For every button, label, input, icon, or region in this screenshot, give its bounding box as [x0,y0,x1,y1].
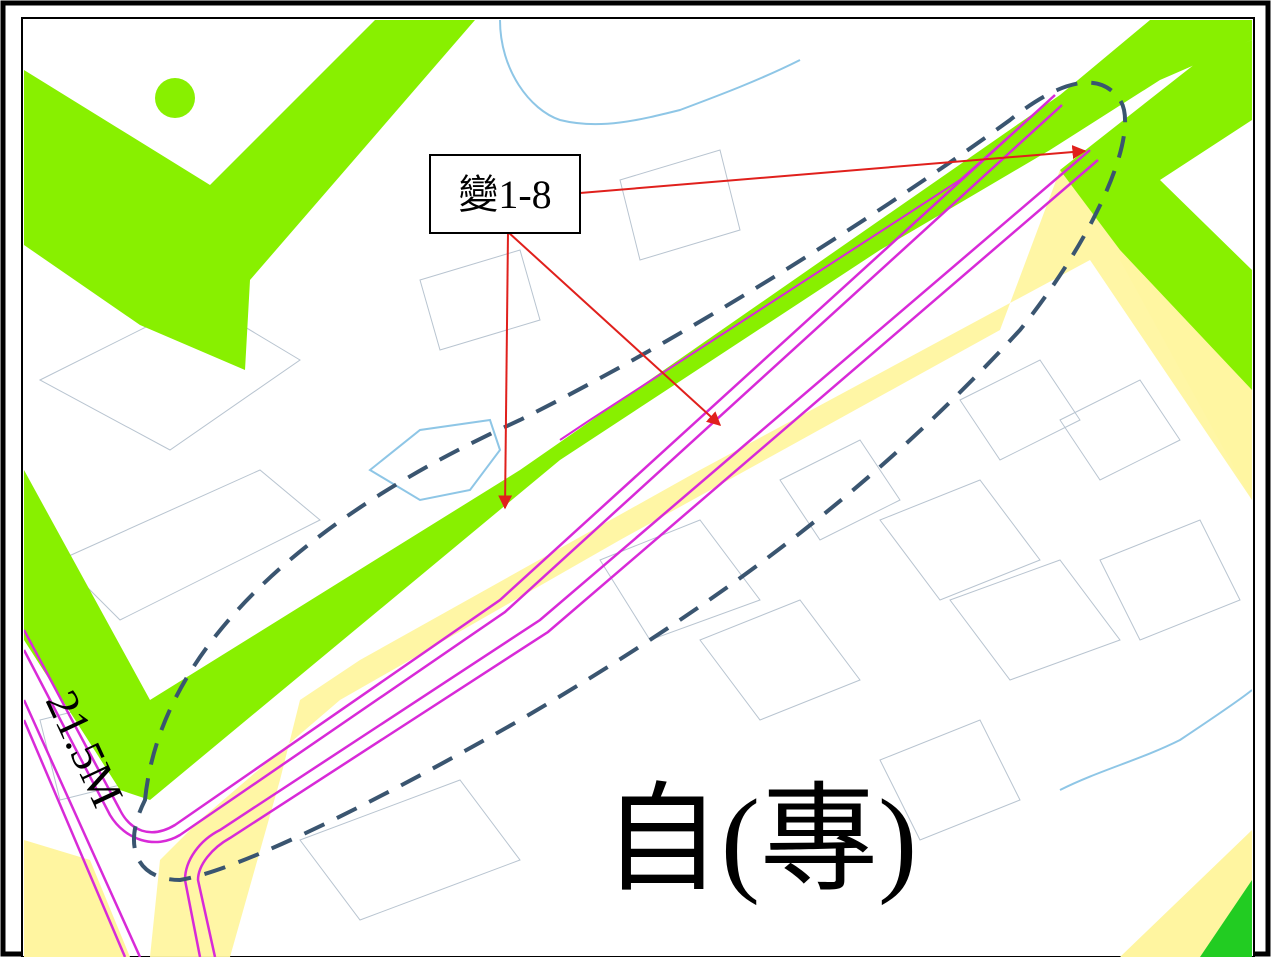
arrow-to-road-west [498,231,513,510]
park-zone-bottom-corner [1200,880,1252,957]
change-area-boundary [132,80,1128,883]
arrow-to-road-center [507,231,722,426]
park-zone-right [1060,40,1252,390]
park-zone-upper-left [24,20,475,370]
callout-box [429,154,581,234]
park-circle [155,78,195,118]
residential-zone-bottom-right [1120,830,1252,957]
callout-label: 變1-8 [458,172,551,217]
residential-zone-bottom-left [24,840,130,957]
park-zone-diagonal [24,20,1252,800]
change-callout: 變1-8 [429,154,581,234]
zone-label: 自(專) [603,775,918,906]
callout-arrows [498,145,1087,510]
arrow-to-northeast [579,145,1087,194]
